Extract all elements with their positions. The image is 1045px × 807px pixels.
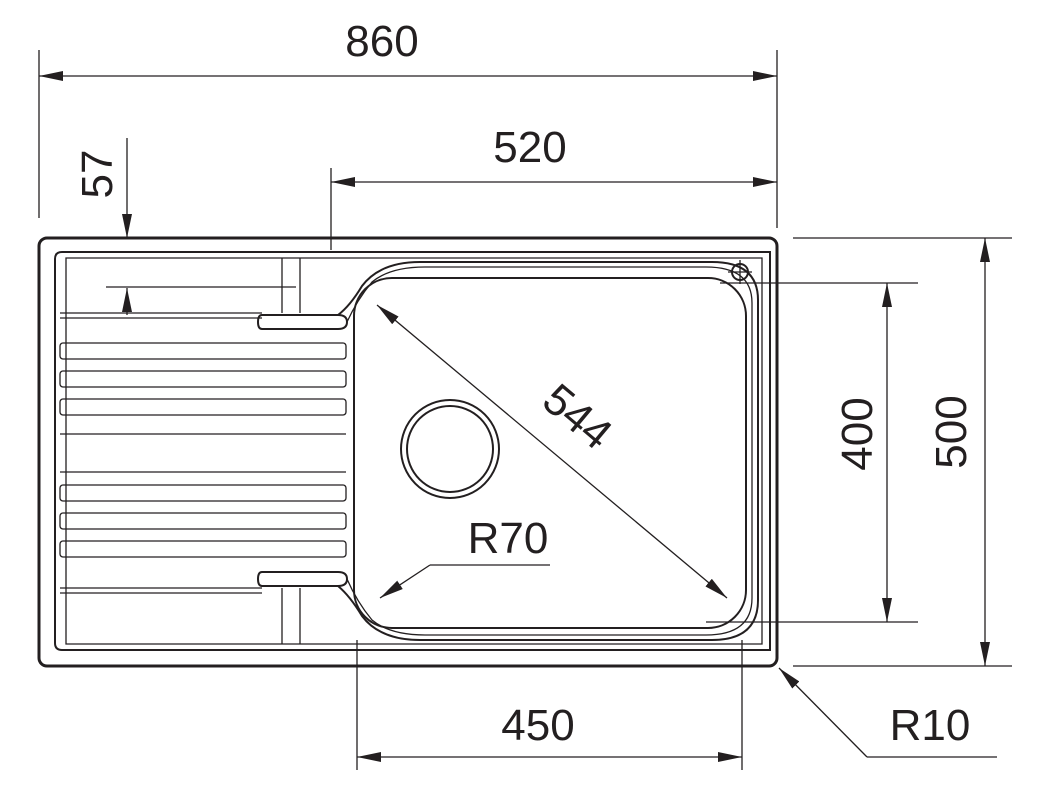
drainer-ribs (59, 342, 347, 558)
dimension-bowl-area-width: 520 (330, 123, 777, 250)
sink-outline (37, 236, 779, 668)
dimension-label-500: 500 (927, 395, 976, 468)
drainer-area (59, 258, 349, 644)
dimension-bowl-diagonal: 544 (376, 304, 728, 599)
dimension-label-450: 450 (501, 701, 574, 750)
dimension-label-400: 400 (833, 397, 882, 470)
tap-hole-marker (728, 260, 752, 284)
dimension-outer-corner-radius: R10 (778, 667, 997, 758)
dimension-drainer-offset: 57 (73, 138, 296, 315)
dimension-bowl-corner-radius: R70 (379, 514, 550, 599)
dimension-label-R10: R10 (890, 701, 971, 750)
dimension-bowl-height: 400 (706, 282, 918, 623)
dimension-label-57: 57 (73, 150, 122, 199)
dimension-label-860: 860 (345, 17, 418, 66)
dimension-overall-width: 860 (38, 17, 778, 228)
dimension-bowl-width: 450 (356, 640, 743, 770)
dimension-label-520: 520 (493, 123, 566, 172)
dimension-overall-height: 500 (793, 237, 1012, 667)
dimension-label-R70: R70 (468, 514, 549, 563)
bowl (337, 260, 759, 641)
